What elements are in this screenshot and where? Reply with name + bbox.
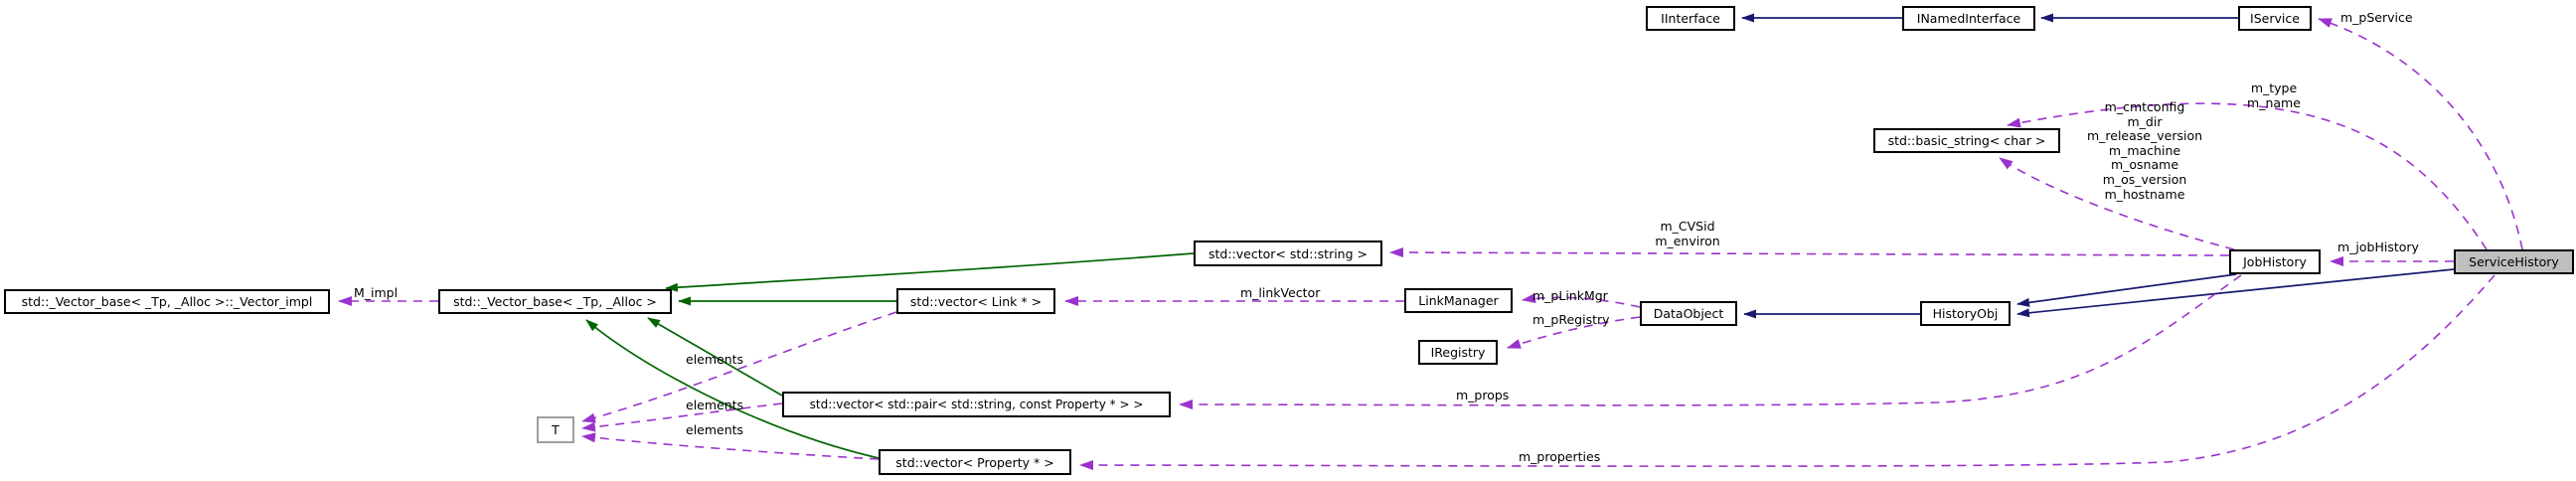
edge-jobhistory-to-historyobj [2016,273,2237,307]
edge-servicehistory-to-historyobj [2016,268,2455,318]
edge-label-m-pregistry: m_pRegistry [1532,312,1610,327]
node-iregistry[interactable]: IRegistry [1418,340,1498,365]
node-servicehistory: ServiceHistory [2454,249,2574,274]
node-vector-base[interactable]: std::_Vector_base< _Tp, _Alloc > [438,289,672,314]
edge-label-m-type-name: m_type m_name [2247,80,2301,110]
node-linkmanager[interactable]: LinkManager [1404,288,1513,313]
edge-elements-vectorpair [581,402,783,432]
edge-label-elements-2: elements [686,398,744,412]
edge-m-pregistry [1507,316,1641,349]
node-inamedinterface[interactable]: INamedInterface [1902,6,2035,31]
edge-m-cvsid-environ [1389,247,2230,258]
edge-vectorproperty-to-vectorbase [585,319,880,459]
edge-label-m-linkvector: m_linkVector [1240,285,1321,300]
edge-label-elements-1: elements [686,352,744,367]
protected-inheritance-edges [585,252,1195,459]
edge-label-m-properties: m_properties [1519,449,1601,464]
edge-label-m-jobhistory: m_jobHistory [2337,240,2419,254]
edge-m-type-name [2007,102,2488,250]
edge-m-plinkmgr [1522,293,1641,308]
node-vector-impl[interactable]: std::_Vector_base< _Tp, _Alloc >::_Vecto… [4,289,330,314]
node-iinterface[interactable]: IInterface [1646,6,1735,31]
usage-edges [338,18,2523,471]
node-template-param-t[interactable]: T [537,416,574,443]
edge-label-jobhistory-strings: m_cmtconfig m_dir m_release_version m_ma… [2086,99,2203,202]
node-historyobj[interactable]: HistoryObj [1920,301,2011,326]
edge-vectorstring-to-vectorbase [665,252,1195,292]
node-vector-link[interactable]: std::vector< Link * > [896,288,1055,314]
node-vector-pair[interactable]: std::vector< std::pair< std::string, con… [782,392,1171,417]
edge-label-m-impl: M_impl [354,285,399,300]
node-vector-string[interactable]: std::vector< std::string > [1194,240,1382,266]
edge-label-m-cvsid-environ: m_CVSid m_environ [1655,219,1720,248]
edge-m-pservice [2318,18,2523,250]
inheritance-edges [1741,13,2455,319]
node-basic-string[interactable]: std::basic_string< char > [1873,128,2060,153]
edge-jobhistory-strings [1999,157,2235,250]
node-vector-property[interactable]: std::vector< Property * > [879,449,1071,475]
edge-m-props [1179,274,2242,410]
edge-label-m-pservice: m_pService [2340,10,2413,25]
edge-elements-vectorproperty [581,432,880,460]
edge-elements-vectorlink [581,311,897,423]
edge-label-m-props: m_props [1456,388,1510,402]
edge-vectorpair-to-vectorbase [647,317,783,397]
node-dataobject[interactable]: DataObject [1640,301,1737,326]
edge-m-properties [1079,274,2496,471]
node-iservice[interactable]: IService [2238,6,2312,31]
edge-label-m-plinkmgr: m_pLinkMgr [1532,288,1608,303]
edge-label-elements-3: elements [686,422,744,437]
node-jobhistory[interactable]: JobHistory [2229,249,2321,274]
